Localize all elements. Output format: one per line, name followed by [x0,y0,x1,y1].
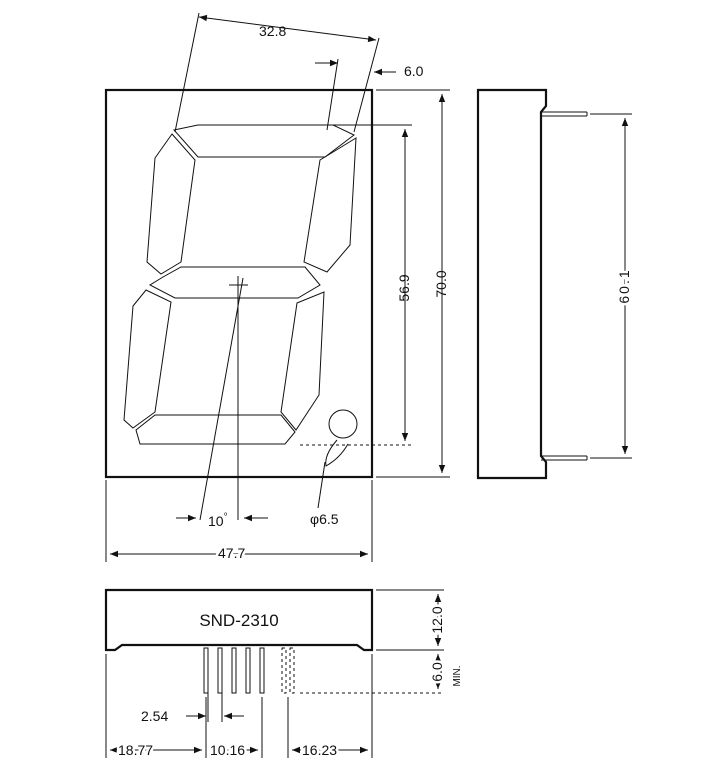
segment-d [135,414,296,445]
segment-g [148,266,321,299]
segment-c [280,291,325,431]
dim-top-offset-label: 6.0 [404,63,424,79]
dim-body-depth [376,589,444,651]
bottom-body-outline [104,588,374,652]
dim-body-width-label: 47.7 [218,545,245,561]
dim-dot-diameter-label: φ6.5 [310,511,339,527]
dim-left-offset-label: 18.77 [118,742,153,758]
segment-a [173,124,355,158]
segment-b [303,137,357,273]
dim-pin-span-label: 60.1 [616,268,632,303]
dim-dot-leader [317,461,326,509]
dim-pin-pitch-label: 2.54 [141,708,168,724]
segment-f [146,133,196,275]
pin-4 [245,647,251,694]
bottom-pins [203,647,295,694]
side-body-outline [476,88,548,480]
dim-segment-width [174,12,380,133]
pin-2 [217,647,223,694]
decimal-point-tail [325,439,349,467]
dim-segment-width-label: 32.8 [259,23,286,39]
dim-body-width [105,480,373,562]
side-pins [541,111,588,461]
dim-pin-length-label: 6.0 [429,662,445,682]
side-view: 60.1 [476,88,635,480]
pin-hidden-1 [281,647,287,694]
dim-top-offset [315,58,396,131]
centre-marks [199,276,248,521]
dim-pin-group-width-label: 10.16 [210,742,245,758]
decimal-point [325,409,358,467]
dim-digit-height [292,124,412,446]
dim-body-depth-label: 12.0 [429,606,445,633]
dim-pin-span [590,113,632,459]
dim-right-offset-label: 16.23 [302,742,337,758]
bottom-view: SND-2310 12.0 6.0 MIN. [104,588,463,761]
part-number-label: SND-2310 [199,611,278,630]
pin-1 [203,647,209,694]
pin-5 [259,647,265,694]
decimal-point-circle [328,409,358,439]
dim-digit-height-label: 56.9 [396,274,412,301]
segments [123,124,357,445]
pin-hidden-2 [289,647,295,694]
pin-3 [231,647,237,694]
dim-pin-pitch [186,693,244,722]
dim-pin-length-note: MIN. [452,665,463,686]
front-body-outline [104,88,374,479]
segment-e [123,289,172,429]
dim-slant-angle-label: 10° [208,512,228,529]
dim-body-height [376,89,450,478]
dim-body-height-label: 70.0 [433,270,449,297]
dim-bottom-chain [105,654,373,758]
front-view: 32.8 6.0 56.9 70.0 10° φ6.5 [104,12,450,564]
